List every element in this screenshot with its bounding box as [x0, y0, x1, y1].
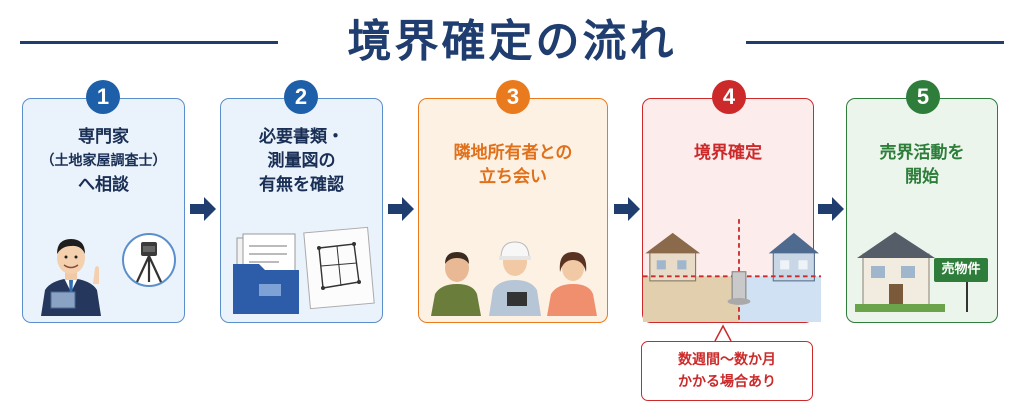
arrow-right-icon: [818, 197, 844, 221]
step-card-5: 売界活動を 開始 売物件: [846, 98, 998, 323]
step-card-3: 隣地所有者との 立ち会い: [418, 98, 608, 323]
title-rule-right: [746, 41, 1004, 44]
step-card-1: 専門家 （土地家屋調査士） へ相談: [22, 98, 185, 323]
step-5-line-1: 売界活動を: [879, 143, 965, 163]
step-5-text: 売界活動を 開始: [847, 141, 997, 189]
step-1-line-2: （土地家屋調査士）: [40, 153, 167, 169]
step-2-line-1: 必要書類・: [259, 127, 344, 147]
neighbors-meeting-icon: [431, 241, 597, 316]
documents-and-survey-map-icon: [233, 226, 375, 314]
page-title: 境界確定の流れ: [347, 16, 677, 67]
step-2-line-3: 有無を確認: [259, 175, 344, 195]
step-3-badge: 3: [496, 80, 530, 114]
step-5-badge: 5: [906, 80, 940, 114]
step-4-text: 境界確定: [643, 141, 813, 165]
step-2-line-2: 測量図の: [267, 151, 336, 171]
step-card-4: 境界確定: [642, 98, 822, 323]
title-area: 境界確定の流れ: [0, 10, 1024, 74]
step-5-line-2: 開始: [905, 167, 939, 187]
step-card-2: 必要書類・ 測量図の 有無を確認: [220, 98, 383, 323]
arrow-right-icon: [614, 197, 640, 221]
step-4-line-1: 境界確定: [694, 143, 762, 163]
step-3-line-2: 立ち会い: [479, 167, 547, 187]
step-4-badge: 4: [712, 80, 746, 114]
step-1-line-3: へ相談: [78, 175, 129, 195]
step-3-text: 隣地所有者との 立ち会い: [419, 141, 607, 189]
step-1-badge: 1: [86, 80, 120, 114]
step-1-line-1: 専門家: [78, 127, 129, 147]
consultant-with-surveying-instrument-icon: [41, 233, 176, 316]
duration-note: 数週間〜数か月 かかる場合あり: [641, 341, 813, 401]
arrow-right-icon: [190, 197, 216, 221]
step-2-badge: 2: [284, 80, 318, 114]
step-3-line-1: 隣地所有者との: [453, 143, 573, 163]
houses-with-boundary-marker-icon: [643, 219, 822, 322]
step-2-text: 必要書類・ 測量図の 有無を確認: [221, 125, 382, 197]
house-for-sale-icon: [855, 232, 968, 312]
step-1-text: 専門家 （土地家屋調査士） へ相談: [23, 125, 184, 197]
title-rule-left: [20, 41, 278, 44]
duration-note-line-2: かかる場合あり: [678, 374, 776, 390]
arrow-right-icon: [388, 197, 414, 221]
callout-tail: [714, 324, 732, 342]
for-sale-sign: 売物件: [934, 258, 988, 282]
duration-note-line-1: 数週間〜数か月: [678, 352, 776, 368]
